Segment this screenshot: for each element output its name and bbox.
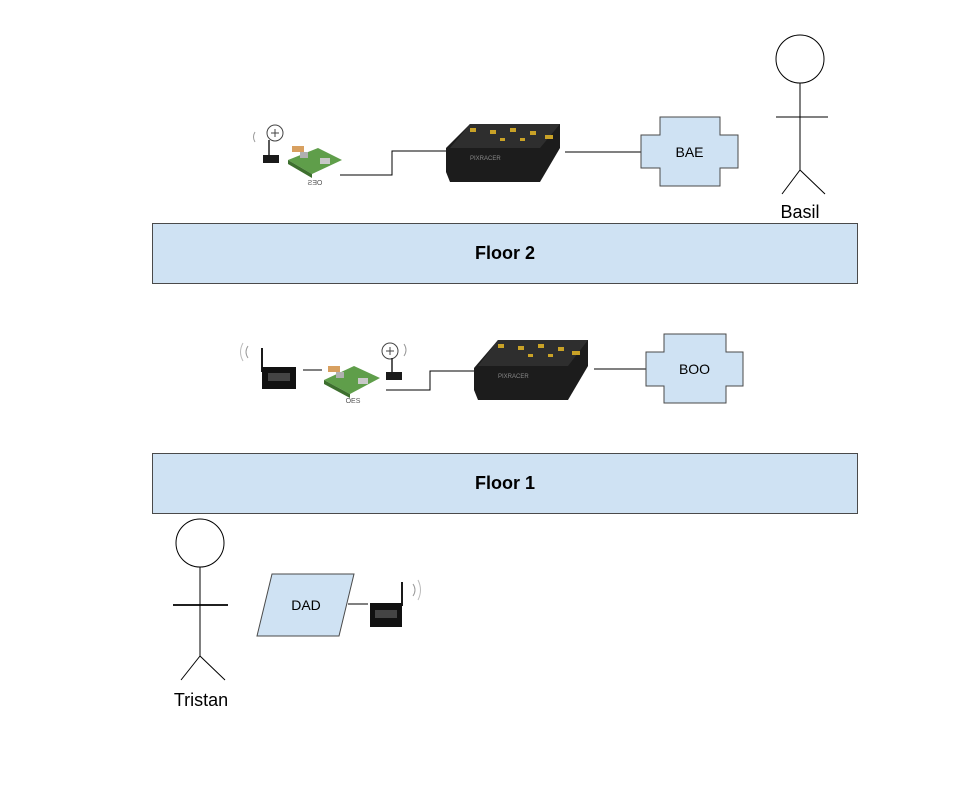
dad-node-shape (256, 573, 355, 637)
raspberry-pi-top-icon (253, 124, 342, 178)
floor-1-band: Floor 1 (152, 453, 858, 514)
bae-node-label: BAE (675, 144, 704, 160)
basil-actor-label: Basil (780, 202, 820, 222)
boo-node-label: BOO (678, 361, 711, 377)
floor-1-label: Floor 1 (474, 473, 535, 493)
bae-node-shape (640, 116, 739, 187)
floor-2-band: Floor 2 (152, 223, 858, 284)
svg-text:PIXRACER: PIXRACER (498, 374, 529, 380)
connector-pi-to-controller-mid (386, 370, 474, 391)
pi-top-device-label: OES (307, 180, 323, 187)
flight-controller-top-icon: PIXRACER (446, 124, 560, 182)
connector-pi-to-controller-top (340, 150, 446, 176)
pi-mid-device-label: OES (345, 398, 361, 405)
radio-module-bottom-icon (370, 579, 421, 627)
connector-lines (303, 150, 646, 605)
flight-controller-mid-icon: PIXRACER (474, 340, 588, 400)
svg-text:PIXRACER: PIXRACER (470, 156, 501, 162)
floor-2-label: Floor 2 (474, 243, 535, 263)
raspberry-pi-mid-icon (324, 342, 407, 398)
dad-node-label: DAD (291, 597, 321, 613)
radio-module-mid-icon (240, 342, 296, 389)
basil-actor-icon (775, 34, 828, 195)
tristan-actor-icon (173, 518, 228, 681)
tristan-actor-label: Tristan (173, 690, 229, 710)
boo-node-shape (645, 333, 744, 404)
